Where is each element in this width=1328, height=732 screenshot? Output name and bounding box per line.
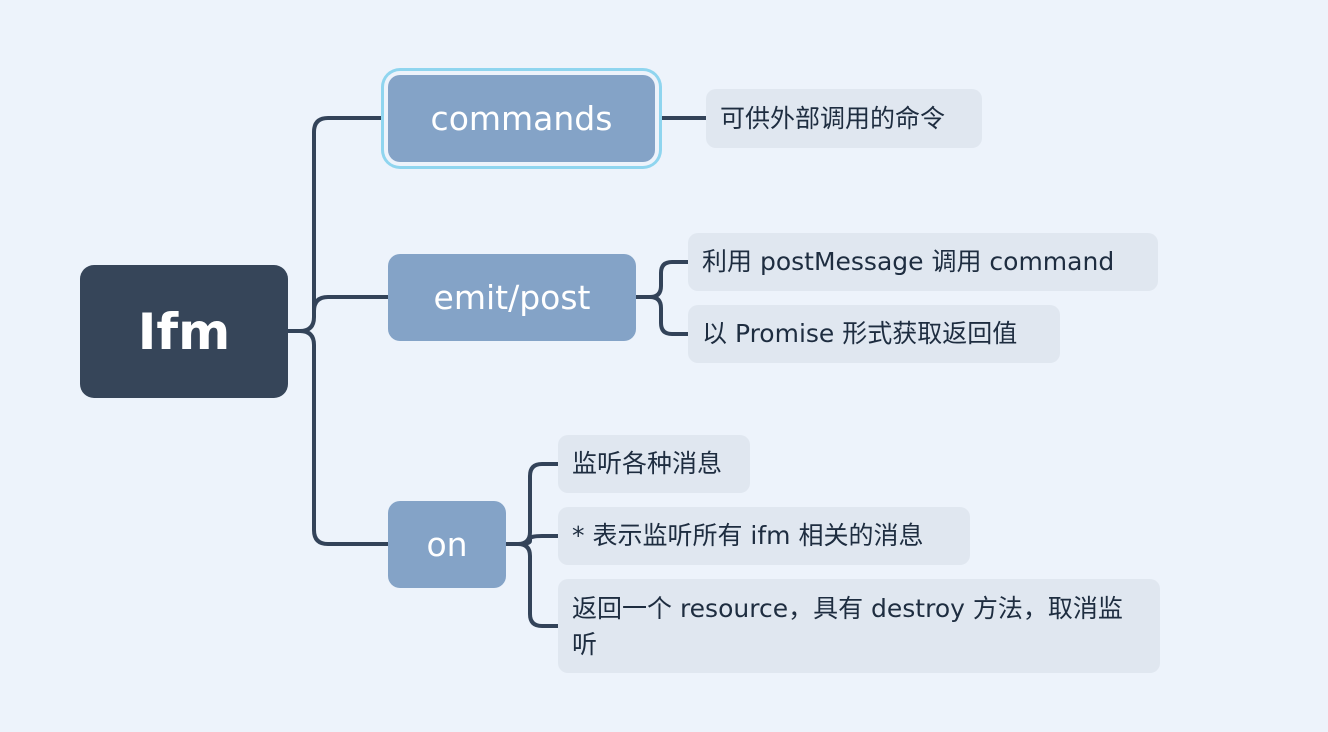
leaf-on-resource-label: 返回一个 resource，具有 destroy 方法，取消监听 (572, 594, 1123, 659)
branch-on-label: on (426, 525, 468, 564)
branch-emit-post-label: emit/post (433, 278, 591, 317)
leaf-emit-post-usage[interactable]: 利用 postMessage 调用 command (688, 233, 1158, 291)
leaf-on-wildcard-label: * 表示监听所有 ifm 相关的消息 (572, 521, 924, 550)
branch-commands[interactable]: commands (388, 75, 655, 162)
branch-commands-label: commands (430, 99, 613, 138)
leaf-emit-post-return-label: 以 Promise 形式获取返回值 (702, 319, 1018, 348)
leaf-on-resource[interactable]: 返回一个 resource，具有 destroy 方法，取消监听 (558, 579, 1160, 673)
connector-emit-to-leaves (634, 260, 690, 336)
root-topic-label: Ifm (137, 302, 231, 361)
leaf-emit-post-usage-label: 利用 postMessage 调用 command (702, 247, 1115, 276)
root-topic[interactable]: Ifm (80, 265, 288, 398)
connector-on-to-leaves (504, 462, 560, 628)
leaf-emit-post-return[interactable]: 以 Promise 形式获取返回值 (688, 305, 1060, 363)
branch-on[interactable]: on (388, 501, 506, 588)
leaf-on-wildcard[interactable]: * 表示监听所有 ifm 相关的消息 (558, 507, 970, 565)
leaf-on-listen-label: 监听各种消息 (572, 449, 723, 478)
leaf-commands-description-label: 可供外部调用的命令 (720, 103, 946, 133)
leaf-commands-description[interactable]: 可供外部调用的命令 (706, 89, 982, 148)
branch-emit-post[interactable]: emit/post (388, 254, 636, 341)
leaf-on-listen[interactable]: 监听各种消息 (558, 435, 750, 493)
connector-root-to-branches (286, 116, 390, 546)
